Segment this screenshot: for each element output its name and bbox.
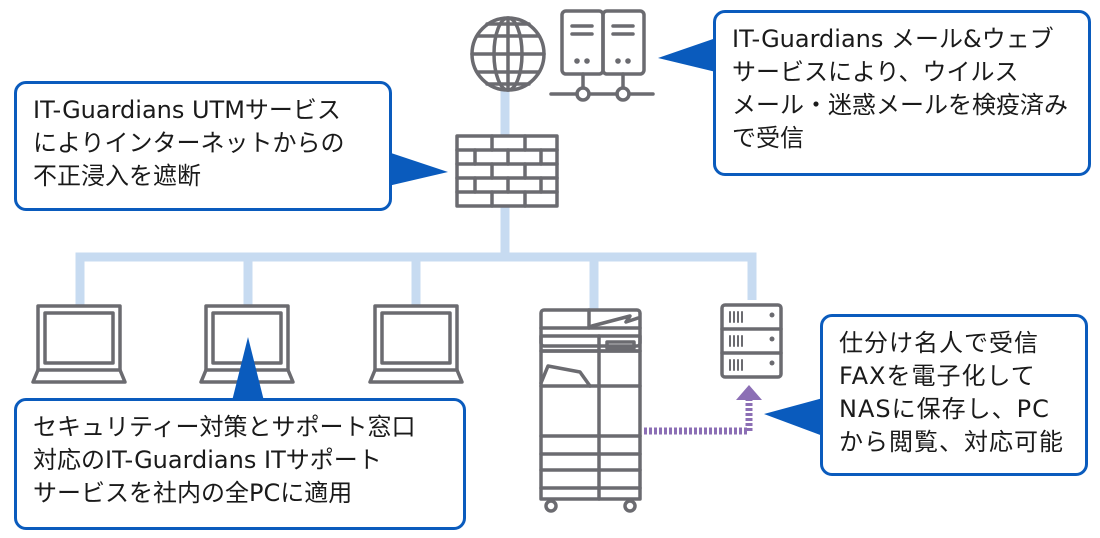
callout-it-support-service: セキュリティー対策とサポート窓口 対応のIT-Guardians ITサポート … <box>14 398 466 530</box>
callout-text-line: メール・迷惑メールを検疫済み <box>732 91 1068 119</box>
callout-pointer-it-support <box>232 337 264 401</box>
callout-fax-nas: 仕分け名人で受信 FAXを電子化して NASに保存し、PC から閲覧、対応可能 <box>820 314 1088 476</box>
callout-text-line: IT-Guardians メール&ウェブ <box>732 25 1054 53</box>
printer-icon <box>539 308 642 513</box>
callout-pointer-utm <box>388 152 448 186</box>
nas-status-leds <box>769 312 775 366</box>
laptop-icon <box>368 304 464 384</box>
callout-text-line: 対応のIT-Guardians ITサポート <box>33 446 382 474</box>
callout-text-line: 仕分け名人で受信 <box>839 329 1039 357</box>
callout-text-line: で受信 <box>732 124 804 152</box>
callout-text-line: FAXを電子化して <box>839 362 1036 390</box>
callout-text-line: サービスを社内の全PCに適用 <box>33 479 353 507</box>
callout-text-line: NASに保存し、PC <box>839 395 1050 423</box>
firewall-brick-icon <box>455 134 559 208</box>
server-pair-icon <box>549 9 655 102</box>
callout-utm-service: IT-Guardians UTMサービス によりインターネットからの 不正浸入を… <box>14 81 392 211</box>
callout-text-line: セキュリティー対策とサポート窓口 <box>33 413 416 441</box>
callout-pointer-fax-nas <box>764 398 823 436</box>
globe-icon <box>470 16 546 92</box>
callout-text-line: IT-Guardians UTMサービス <box>33 96 341 124</box>
nas-rack-icon <box>720 303 783 379</box>
callout-text-line: サービスにより、ウイルス <box>732 58 1019 86</box>
callout-text-line: から閲覧、対応可能 <box>839 428 1064 456</box>
callout-text-line: 不正浸入を遮断 <box>33 162 201 190</box>
laptop-icon <box>31 304 127 384</box>
callout-mail-web-service: IT-Guardians メール&ウェブ サービスにより、ウイルス メール・迷惑… <box>713 10 1091 176</box>
callout-text-line: によりインターネットからの <box>33 129 345 157</box>
callout-pointer-mail-web <box>658 38 716 72</box>
fax-flow-arrow <box>644 385 762 435</box>
server-pair-dots <box>574 58 631 64</box>
